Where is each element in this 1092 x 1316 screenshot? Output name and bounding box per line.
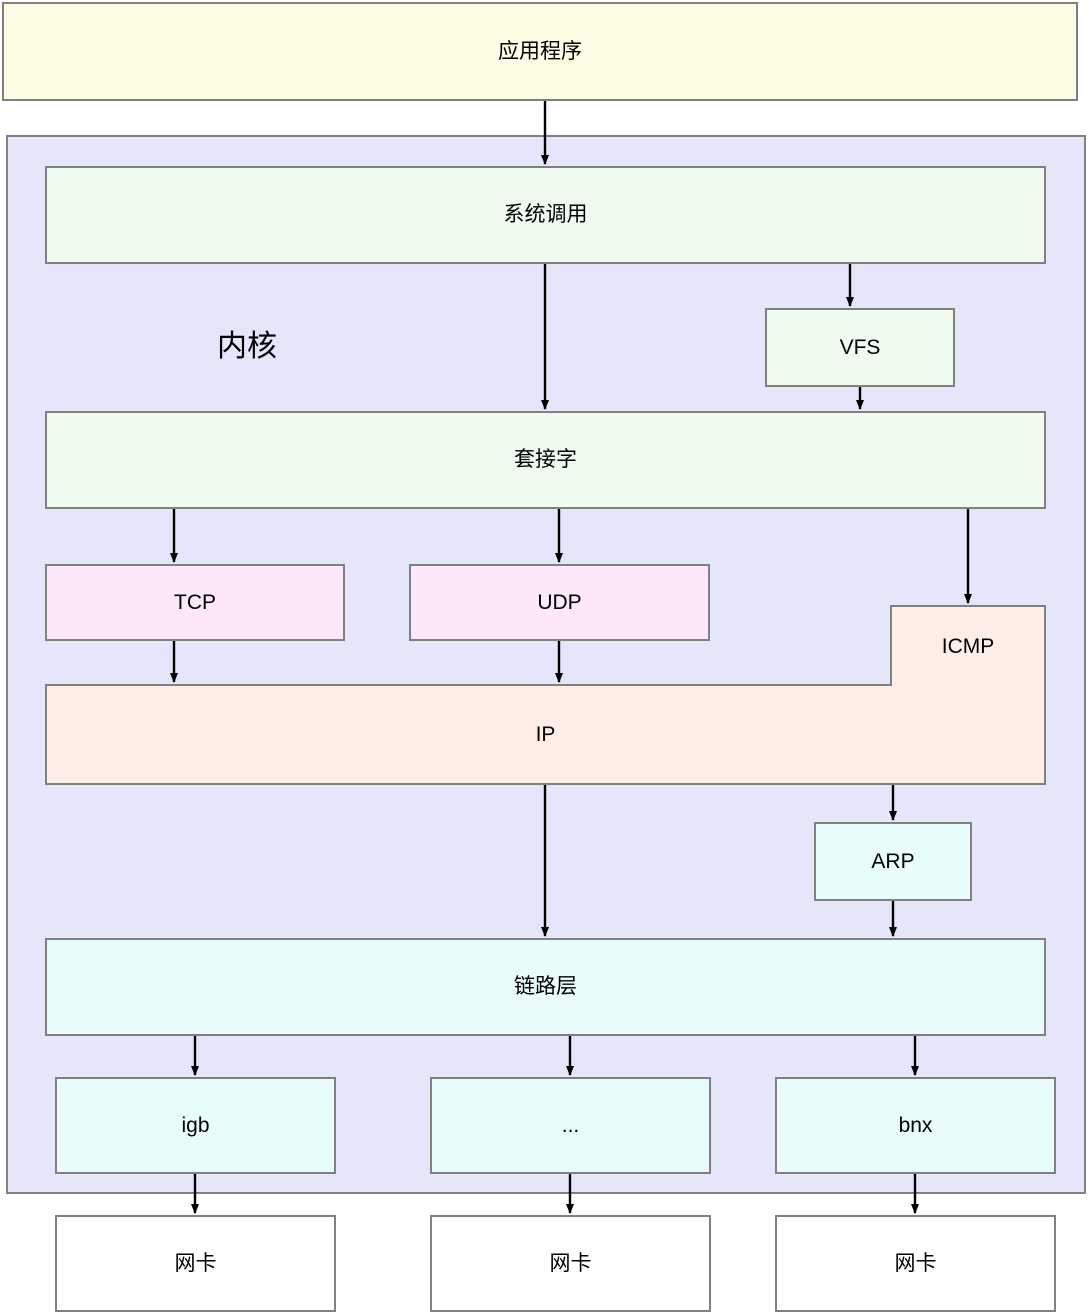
- nic-label-2: 网卡: [549, 1251, 592, 1275]
- application-label: 应用程序: [498, 39, 582, 63]
- link-layer-box[interactable]: 链路层: [45, 938, 1046, 1036]
- application-box[interactable]: 应用程序: [2, 2, 1078, 101]
- driver-label-ellipsis: ...: [561, 1113, 580, 1137]
- vfs-label: VFS: [839, 335, 881, 359]
- arp-label: ARP: [871, 849, 915, 873]
- tcp-label: TCP: [174, 590, 216, 614]
- socket-label: 套接字: [514, 448, 577, 472]
- syscall-label: 系统调用: [503, 203, 588, 227]
- link-layer-label: 链路层: [514, 975, 577, 999]
- nic-label-1: 网卡: [174, 1251, 217, 1275]
- udp-box[interactable]: UDP: [409, 564, 710, 641]
- driver-label-igb: igb: [181, 1113, 210, 1137]
- udp-label: UDP: [537, 590, 582, 614]
- ip-label: IP: [535, 722, 556, 746]
- icmp-box[interactable]: ICMP: [890, 605, 1046, 686]
- driver-box-bnx[interactable]: bnx: [775, 1077, 1056, 1174]
- driver-box-ellipsis[interactable]: ...: [430, 1077, 711, 1174]
- vfs-box[interactable]: VFS: [765, 308, 955, 387]
- kernel-label: 内核: [217, 330, 277, 363]
- tcp-box[interactable]: TCP: [45, 564, 345, 641]
- driver-box-igb[interactable]: igb: [55, 1077, 336, 1174]
- nic-box-1[interactable]: 网卡: [55, 1215, 336, 1312]
- nic-box-2[interactable]: 网卡: [430, 1215, 711, 1312]
- socket-box[interactable]: 套接字: [45, 411, 1046, 509]
- nic-box-3[interactable]: 网卡: [775, 1215, 1056, 1312]
- arp-box[interactable]: ARP: [814, 822, 972, 901]
- ip-box[interactable]: IP: [45, 684, 1046, 785]
- syscall-box[interactable]: 系统调用: [45, 166, 1046, 264]
- driver-label-bnx: bnx: [898, 1113, 933, 1137]
- nic-label-3: 网卡: [894, 1251, 937, 1275]
- icmp-label: ICMP: [941, 634, 995, 658]
